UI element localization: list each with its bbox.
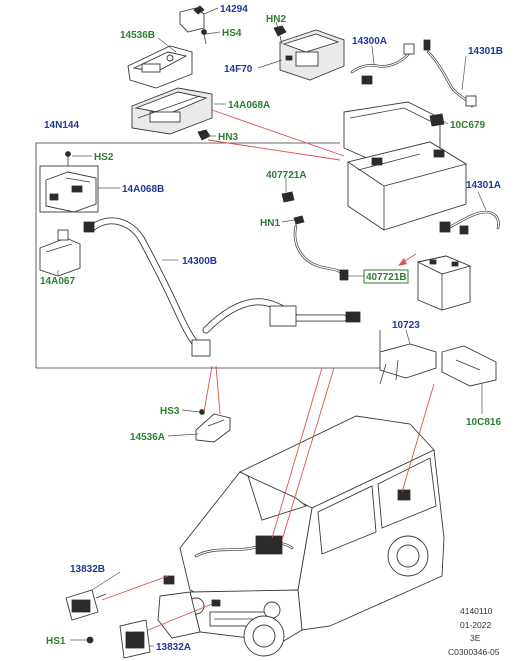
label-14n144: 14N144 (44, 120, 79, 131)
footer-line-2: 01-2022 (460, 620, 491, 630)
bracket-14a067 (39, 229, 81, 277)
bolt-hs3 (199, 409, 205, 415)
nut-hn2 (273, 25, 287, 45)
horn-13832a (119, 619, 151, 659)
footer-line-1: 4140110 (460, 606, 493, 616)
label-hn1: HN1 (260, 218, 280, 229)
label-10c816: 10C816 (466, 417, 501, 428)
bracket-10c816 (441, 345, 497, 387)
part-labels: 14294 14536B HS4 HN2 14F70 14300A 14301B… (40, 4, 503, 653)
label-14a067: 14A067 (40, 276, 75, 287)
footer-line-3: 3E (470, 633, 481, 643)
nut-hn1 (293, 215, 305, 225)
bolt-hs4 (201, 29, 207, 45)
module-14a068b (39, 165, 99, 213)
red-callout-lines (101, 109, 435, 631)
label-14536b: 14536B (120, 30, 155, 41)
bracket-10723 (379, 343, 437, 385)
label-14a068a: 14A068A (228, 100, 270, 111)
module-14a068a (131, 87, 213, 135)
diagram-footer: 4140110 01-2022 3E C0300346-05 (448, 606, 500, 657)
detail-frame (35, 142, 381, 369)
label-hs4: HS4 (222, 28, 242, 39)
vehicle-body (157, 415, 445, 657)
cable-14301a (439, 210, 500, 235)
cable-14300b (83, 217, 361, 357)
label-14f70: 14F70 (224, 64, 253, 75)
red-arrow (398, 253, 417, 266)
label-14301b: 14301B (468, 46, 503, 57)
label-14536a: 14536A (130, 432, 165, 443)
label-10723: 10723 (392, 320, 420, 331)
bracket-10c679 (429, 113, 445, 127)
label-14300a: 14300A (352, 36, 387, 47)
label-407721b: 407721B (366, 272, 407, 283)
main-battery (346, 141, 468, 231)
label-14301a: 14301A (466, 180, 501, 191)
label-407721b-box (363, 269, 409, 284)
label-407721a: 407721A (266, 170, 307, 181)
cable-battery-link (293, 224, 349, 281)
horn-13832b (65, 589, 107, 621)
bolt-hs2 (65, 151, 71, 166)
bracket-14536b (127, 45, 193, 89)
label-14300b: 14300B (182, 256, 217, 267)
clip-407721a (281, 191, 295, 203)
sensor-14294 (179, 5, 205, 33)
bracket-14536a (195, 413, 231, 443)
footer-line-4: C0300346-05 (448, 647, 500, 657)
label-hs3: HS3 (160, 406, 180, 417)
leader-lines (57, 7, 487, 647)
cable-14300a (350, 43, 415, 85)
module-14f70 (279, 29, 345, 81)
label-14294: 14294 (220, 4, 248, 15)
label-13832b: 13832B (70, 564, 105, 575)
auxiliary-battery (416, 255, 472, 311)
label-hn2: HN2 (266, 14, 286, 25)
label-13832a: 13832A (156, 642, 191, 653)
label-10c679: 10C679 (450, 120, 485, 131)
label-hs2: HS2 (94, 152, 114, 163)
label-hn3: HN3 (218, 132, 238, 143)
label-hs1: HS1 (46, 636, 66, 647)
cable-14301b (423, 39, 477, 108)
nut-hn3 (197, 129, 211, 141)
label-14a068b: 14A068B (122, 184, 164, 195)
